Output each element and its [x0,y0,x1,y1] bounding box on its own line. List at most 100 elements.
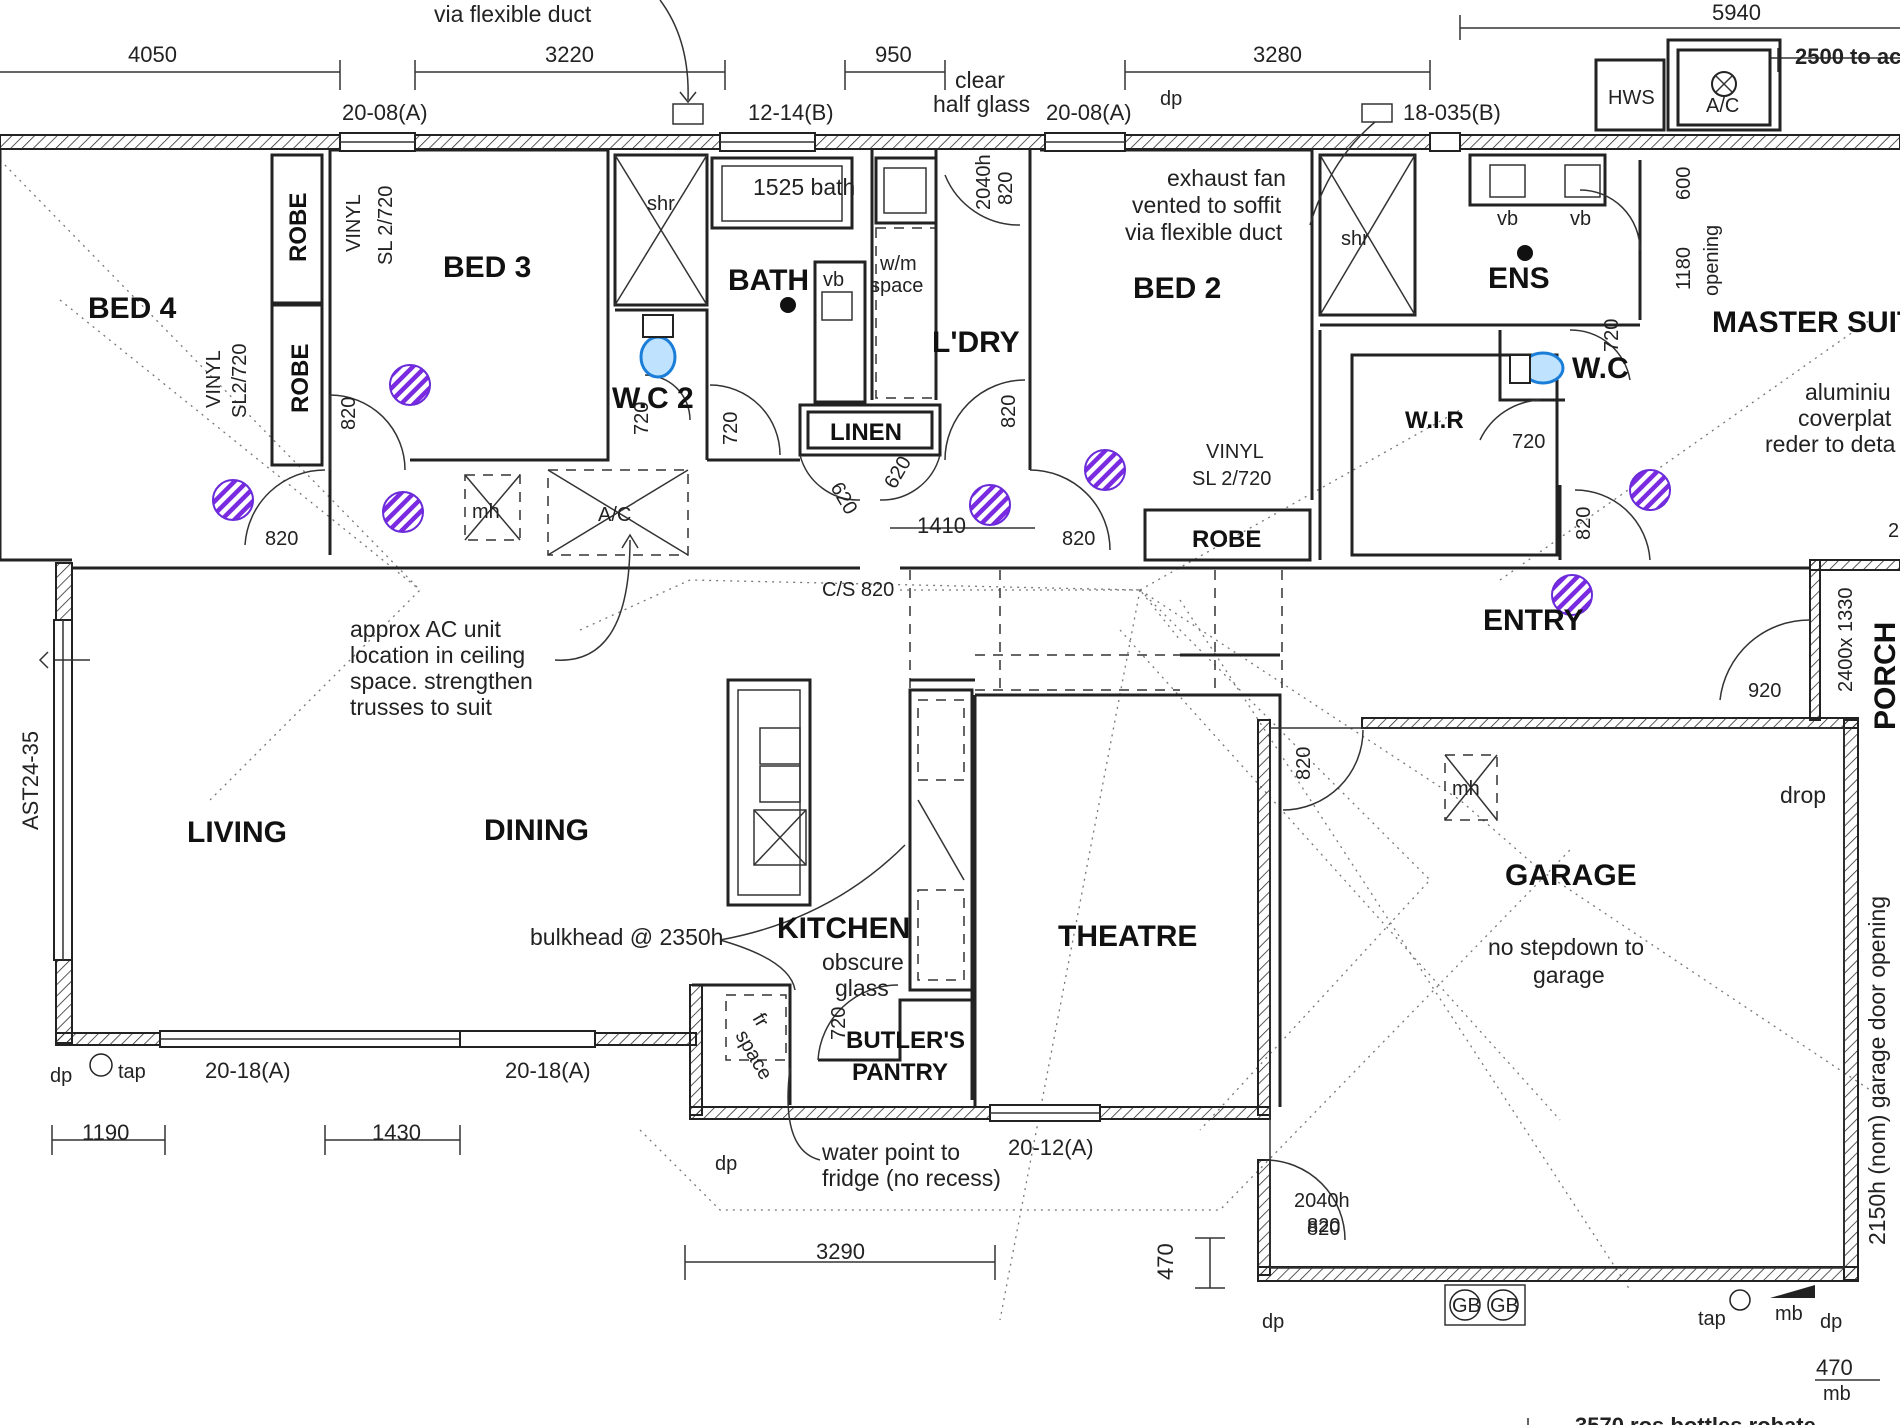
door-2040h-garage: 2040h [1294,1190,1350,1212]
dim-3280: 3280 [1253,42,1302,67]
note-mh1: mh [472,501,500,523]
label-bed3: BED 3 [443,251,531,284]
note-bottomcut: 3570 ros bottles robate [1575,1413,1816,1425]
note-wm2: space [870,275,923,297]
door-620-a: 620 [826,479,862,519]
label-butlers2: PANTRY [852,1059,948,1086]
label-robe1: ROBE [285,193,312,262]
door-720-bath: 720 [720,412,742,445]
note-wm1: w/m [879,253,917,275]
note-mh2: mh [1452,778,1480,800]
note-shr2: shr [1341,228,1369,250]
label-garage: GARAGE [1505,859,1637,892]
note-nostep2: garage [1533,962,1605,988]
door-820-bed3: 820 [338,397,360,430]
dim-1180: 1180 [1673,247,1695,290]
door-820-garage: 820 [1293,747,1315,780]
note-vinyl2a: VINYL [203,350,225,408]
note-vinyl3a: VINYL [1206,441,1264,463]
label-dining: DINING [484,814,589,847]
door-swings [244,174,1811,1241]
note-ac1: approx AC unit [350,616,501,642]
window-w1: 20-08(A) [342,100,428,125]
label-opening: opening [1701,225,1723,296]
dim-3220: 3220 [545,42,594,67]
door-620-b: 620 [880,453,916,493]
leader-lines [38,0,1376,1161]
toilets [639,314,1565,385]
dim-470: 470 [1153,1243,1178,1280]
dim-5940: 5940 [1712,0,1761,25]
door-820-bed4: 820 [265,528,298,550]
door-720-wir: 720 [1512,431,1545,453]
door-820-master: 820 [1573,507,1595,540]
window-w2: 12-14(B) [748,100,834,125]
dim-950: 950 [875,42,912,67]
dim-1430: 1430 [372,1120,421,1145]
window-w3: 20-08(A) [1046,100,1132,125]
door-820-garage2: 820 [1307,1215,1340,1237]
label-ldry: L'DRY [932,326,1020,359]
label-bed2: BED 2 [1133,272,1221,305]
door-720-pantry: 720 [828,1007,850,1040]
bottom-dimensions [51,527,1880,1425]
note-exhaust2: vented to soffit [1132,192,1282,218]
note-alum1: aluminiu [1805,379,1891,405]
label-porch: PORCH [1869,622,1900,730]
note-dp4: dp [1262,1311,1284,1333]
dim-3290: 3290 [816,1239,865,1264]
note-gb2: GB [1490,1295,1519,1317]
note-hws: HWS [1608,87,1655,109]
door-820h-garage: 820 [1307,1218,1340,1240]
note-mb2: mb [1823,1383,1851,1405]
dim-2500: 2500 to ac [1795,44,1900,69]
note-vinyl3b: SL 2/720 [1192,468,1271,490]
dimension-labels: 4050 3220 950 3280 5940 2500 to ac 1410 … [82,0,1900,1380]
note-alum2: coverplat [1798,405,1892,431]
label-ens: ENS [1488,262,1550,295]
window-w4: 18-035(B) [1403,100,1501,125]
door-2040h-ldry: 2040h [973,154,995,210]
exhaust-marks [780,245,1533,313]
manholes [464,71,1737,821]
note-frspace2: space [731,1027,777,1084]
door-cs820: C/S 820 [822,579,894,601]
windows [53,132,1461,1122]
note-ac3: space. strengthen [350,668,533,694]
dim-470b: 470 [1816,1355,1853,1380]
window-w6: 20-18(A) [505,1058,591,1083]
note-gb1: GB [1452,1295,1481,1317]
note-mb1: mb [1775,1303,1803,1325]
label-bath: BATH [728,264,809,297]
door-820-bed2: 820 [1062,528,1095,550]
note-garagedoor: 2150h (nom) garage door opening [1864,896,1890,1245]
window-w7: 20-12(A) [1008,1135,1094,1160]
note-vinyl2b: SL2/720 [229,343,251,418]
label-robe3: ROBE [1192,526,1261,553]
note-tap1: tap [118,1061,146,1083]
note-ac4: trusses to suit [350,694,492,720]
note-flexduct: via flexible duct [434,1,592,27]
window-labels: 20-08(A) 12-14(B) 20-08(A) 18-035(B) 20-… [18,100,1501,1160]
room-labels: BED 4 BED 3 BATH L'DRY BED 2 ENS MASTER … [88,193,1900,1086]
label-wir: W.I.R [1405,407,1464,434]
note-alum3: reder to deta [1765,431,1896,457]
ceiling-fans [212,364,1671,616]
dim-1410: 1410 [917,513,966,538]
note-acbox2: A/C [1706,95,1739,117]
note-exhaust1: exhaust fan [1167,165,1286,191]
note-vb2: vb [1497,208,1518,230]
note-nostep1: no stepdown to [1488,934,1644,960]
note-clear2: half glass [933,91,1030,117]
note-vinyl1a: VINYL [343,194,365,252]
label-butlers1: BUTLER'S [846,1027,965,1054]
note-clear1: clear [955,67,1005,93]
note-two: 2 [1888,520,1899,542]
note-drop: drop [1780,782,1826,808]
window-w5: 20-18(A) [205,1058,291,1083]
internal-walls [0,38,1845,1269]
note-dp5: dp [1820,1311,1842,1333]
dim-600: 600 [1673,167,1695,200]
note-water2: fridge (no recess) [822,1165,1001,1191]
